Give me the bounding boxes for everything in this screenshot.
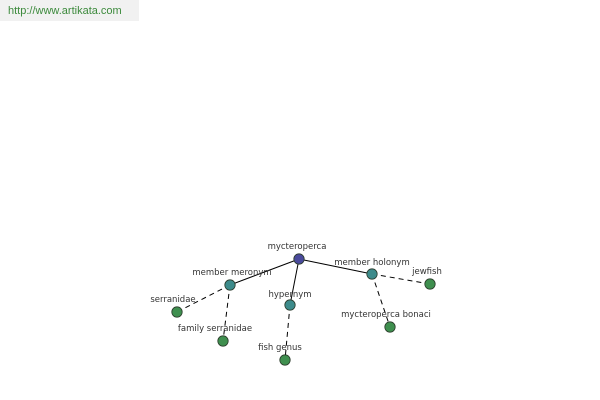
node-mycteroperca[interactable]: [293, 253, 305, 265]
node-label-fish-genus: fish genus: [258, 343, 302, 353]
node-label-member-meronym: member meronym: [192, 268, 271, 278]
edge-mycteroperca-to-member-holonym: [298, 258, 373, 275]
node-mycteroperca-bonaci[interactable]: [384, 321, 396, 333]
node-label-member-holonym: member holonym: [334, 258, 409, 268]
node-fish-genus[interactable]: [279, 354, 291, 366]
edge-member-holonym-to-jewfish: [371, 273, 431, 285]
node-label-mycteroperca: mycteroperca: [268, 242, 327, 252]
edge-member-holonym-to-mycteroperca-bonaci: [371, 273, 391, 328]
node-label-mycteroperca-bonaci: mycteroperca bonaci: [341, 310, 431, 320]
node-label-family-serranidae: family serranidae: [178, 324, 252, 334]
node-hypernym[interactable]: [284, 299, 296, 311]
edge-hypernym-to-fish-genus: [284, 304, 291, 361]
edge-mycteroperca-to-hypernym: [289, 258, 300, 306]
edge-member-meronym-to-serranidae: [176, 284, 231, 313]
node-label-hypernym: hypernym: [268, 290, 311, 300]
labels-layer: mycteroperca member meronym hypernym member…: [150, 242, 442, 353]
node-jewfish[interactable]: [424, 278, 436, 290]
node-label-serranidae: serranidae: [150, 295, 195, 305]
watermark-text: http://www.artikata.com: [8, 5, 122, 17]
node-label-jewfish: jewfish: [411, 267, 442, 277]
node-member-holonym[interactable]: [366, 268, 378, 280]
node-family-serranidae[interactable]: [217, 335, 229, 347]
edge-member-meronym-to-family-serranidae: [222, 284, 231, 342]
edge-mycteroperca-to-member-meronym: [229, 258, 300, 286]
watermark-banner: http://www.artikata.com: [0, 0, 139, 21]
node-serranidae[interactable]: [171, 306, 183, 318]
nodes-layer: [171, 253, 436, 366]
edges-layer: [176, 258, 431, 361]
node-member-meronym[interactable]: [224, 279, 236, 291]
